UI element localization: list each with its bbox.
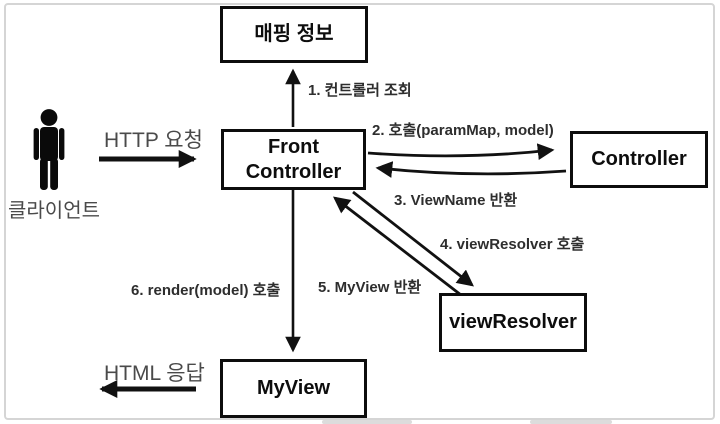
step-1-label: 1. 컨트롤러 조회 [308,82,412,99]
arrow-controller-to-frontcontroller [375,161,567,178]
front-controller-box: Front Controller [221,129,366,190]
step-4-label: 4. viewResolver 호출 [440,236,585,253]
my-view-label: MyView [257,377,330,399]
mapping-info-box: 매핑 정보 [220,6,368,63]
mapping-info-label: 매핑 정보 [254,23,334,45]
view-resolver-label: viewResolver [449,311,577,333]
step-2-label: 2. 호출(paramMap, model) [372,122,554,139]
http-request-label: HTTP 요청 [104,129,203,152]
step-5-label: 5. MyView 반환 [318,279,422,296]
step-3-label: 3. ViewName 반환 [394,192,518,209]
client-label: 클라이언트 [8,200,100,222]
arrow-frontcontroller-to-viewresolver [352,190,474,287]
bottom-artifact-bar [530,420,612,424]
arrow-viewresolver-to-frontcontroller [333,196,462,297]
controller-label: Controller [591,148,687,170]
controller-box: Controller [570,131,708,188]
bottom-artifact-bar [322,420,412,424]
html-response-label: HTML 응답 [104,362,205,385]
client-person-icon [33,109,65,190]
step-6-label: 6. render(model) 호출 [131,282,281,299]
my-view-box: MyView [220,359,367,418]
arrow-frontcontroller-to-controller [367,143,555,160]
front-controller-label: Front Controller [245,135,342,183]
view-resolver-box: viewResolver [439,293,587,352]
